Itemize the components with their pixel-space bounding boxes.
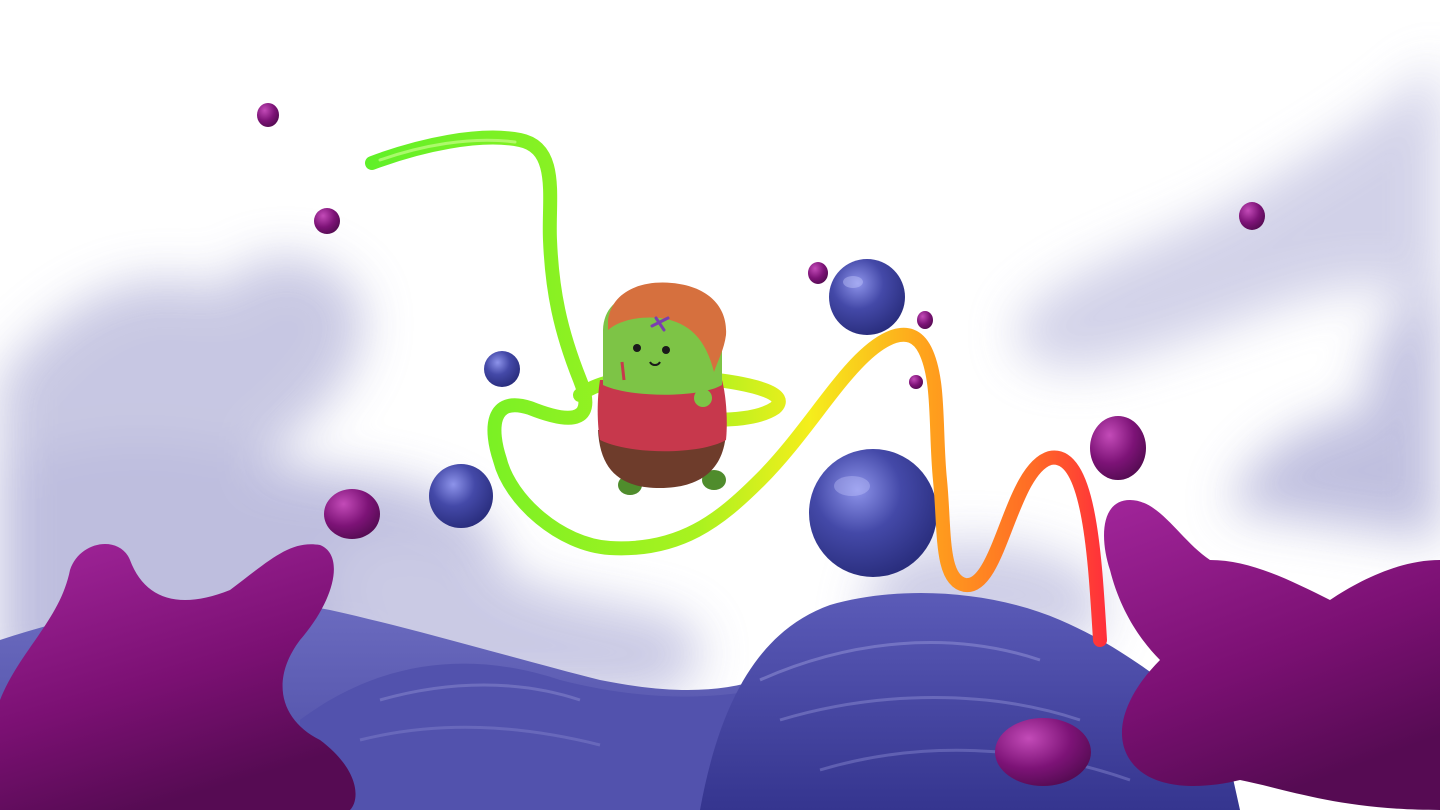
blue-bubbles [429, 259, 937, 577]
character [597, 282, 727, 495]
purple-droplets [257, 103, 1265, 786]
neon-tube-front [365, 130, 1107, 647]
purple-blob-left [0, 543, 356, 810]
front-hill [359, 593, 1240, 810]
purple-blob-right [1104, 500, 1440, 810]
neon-tube-highlight [378, 138, 517, 162]
